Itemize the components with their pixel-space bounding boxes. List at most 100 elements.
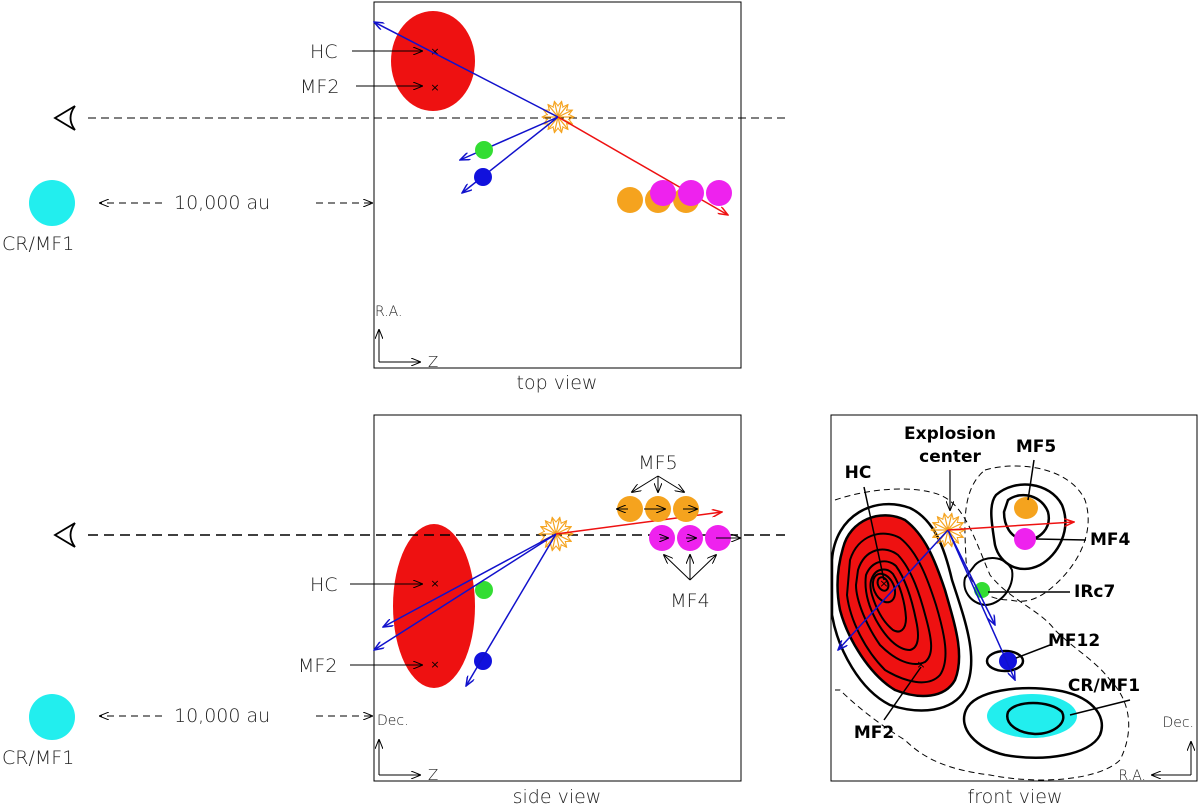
explosion-ray xyxy=(555,527,571,535)
front-axis-vertical-label: Dec. xyxy=(1162,715,1194,731)
side-mf4-pointers xyxy=(664,555,716,581)
front-cr-mf1-pointer xyxy=(1069,699,1131,716)
top-irc7-dot xyxy=(475,141,493,159)
side-axis-vertical-label: Dec. xyxy=(377,713,409,729)
side-mf4-label: MF4 xyxy=(670,590,709,612)
top-mf2-mark: × xyxy=(430,81,439,94)
side-mf5-pointers xyxy=(632,475,684,492)
explosion-ray xyxy=(555,533,567,547)
top-axis-vertical-label: R.A. xyxy=(375,304,402,320)
front-irc7-dot xyxy=(974,582,990,598)
front-hot-core-contours xyxy=(830,502,973,712)
explosion-ray xyxy=(554,116,558,133)
top-mf2-label: MF2 xyxy=(300,76,339,98)
side-irc7-dot xyxy=(475,581,493,599)
top-red-arrow-mf4 xyxy=(557,116,728,215)
front-mf5-blob xyxy=(1014,497,1038,519)
top-view-panel: × × HC MF2 CR/MF1 10,000 au xyxy=(2,1,785,394)
side-observer-eye-icon xyxy=(53,522,76,548)
explosion-ray xyxy=(557,116,568,130)
explosion-ray xyxy=(947,529,963,537)
front-hc-mark: × xyxy=(879,577,888,590)
explosion-ray xyxy=(555,517,560,535)
explosion-ray xyxy=(947,517,959,531)
front-mf12-pointer xyxy=(1015,644,1051,659)
side-axis-horizontal-label: Z xyxy=(428,766,438,784)
side-blue-arrow-irc7 xyxy=(383,533,557,627)
side-blue-arrow-hc xyxy=(374,533,557,650)
front-cr-mf1-blob xyxy=(987,694,1077,738)
top-cr-mf1-dot xyxy=(29,180,75,226)
top-mf4-clump-3 xyxy=(706,180,732,206)
front-mf12-dot xyxy=(999,652,1017,670)
top-observer-eye-icon xyxy=(53,105,76,131)
front-dashed-contours xyxy=(834,465,1130,781)
front-mf5-label: MF5 xyxy=(1016,437,1056,457)
top-hot-core xyxy=(391,11,475,111)
side-hc-label: HC xyxy=(310,574,338,596)
front-mf12-contour xyxy=(985,649,1025,673)
front-mf2-label: MF2 xyxy=(854,723,894,743)
front-explosion-label-line1: Explosion xyxy=(904,424,996,444)
front-mf2-pointer xyxy=(883,666,922,721)
explosion-ray xyxy=(937,517,949,531)
explosion-ray xyxy=(557,110,572,118)
explosion-ray xyxy=(545,521,557,535)
front-axis-horizontal-label: R.A. xyxy=(1119,768,1146,784)
front-blue-arrow-mf12 xyxy=(947,529,1015,680)
top-view-caption: top view xyxy=(517,372,598,394)
top-view-frame xyxy=(373,1,742,369)
explosion-ray xyxy=(555,521,567,535)
explosion-ray xyxy=(552,533,557,551)
side-mf2-mark: × xyxy=(430,658,439,671)
side-view-panel: × × xyxy=(2,414,785,807)
top-blue-arrow-irc7 xyxy=(460,116,559,160)
front-hc-pointer xyxy=(863,486,885,581)
explosion-ray xyxy=(944,529,949,547)
front-red-arrow-mf4 xyxy=(947,522,1074,531)
side-hot-core xyxy=(393,524,475,688)
explosion-ray xyxy=(944,513,949,531)
side-view-caption: side view xyxy=(513,786,602,807)
top-blue-arrow-hc xyxy=(374,22,559,118)
top-hc-mark: × xyxy=(430,45,439,58)
explosion-ray xyxy=(554,101,558,118)
explosion-ray xyxy=(558,116,562,133)
side-mf5-clump-1 xyxy=(617,496,643,522)
front-explosion-label-line2: center xyxy=(919,447,981,467)
side-mf5-label: MF5 xyxy=(638,452,677,474)
explosion-ray xyxy=(947,523,963,531)
front-cr-mf1-label: CR/MF1 xyxy=(1068,676,1140,696)
front-cr-mf1-outer-contour xyxy=(962,686,1104,759)
front-mf4-pointer xyxy=(1035,538,1087,541)
top-mf4-clump-2 xyxy=(678,180,704,206)
side-view-frame xyxy=(373,414,742,782)
side-cr-mf1-dot xyxy=(29,694,75,740)
side-scale-label: 10,000 au xyxy=(174,705,270,727)
front-mf12-label: MF12 xyxy=(1048,631,1100,651)
front-mf2-mark: × xyxy=(916,658,925,671)
side-hc-mark: × xyxy=(430,577,439,590)
front-view-caption: front view xyxy=(968,786,1063,807)
top-hc-label: HC xyxy=(310,41,338,63)
top-mf5-clump-1 xyxy=(617,187,643,213)
front-cr-mf1-inner-contour xyxy=(1006,701,1065,736)
explosion-ray xyxy=(555,533,571,541)
top-scale-label: 10,000 au xyxy=(174,192,270,214)
side-clump-motion-arrows xyxy=(617,509,740,538)
explosion-ray xyxy=(555,533,560,551)
side-cr-mf1-label: CR/MF1 xyxy=(2,747,74,769)
explosion-ray xyxy=(947,513,952,531)
explosion-ray xyxy=(558,101,562,118)
explosion-ray xyxy=(933,529,949,537)
explosion-ray xyxy=(552,517,557,535)
front-view-panel: × × Explosion center HC MF5 xyxy=(830,414,1198,807)
front-irc7-label: IRc7 xyxy=(1074,582,1115,602)
side-blue-arrow-mf12 xyxy=(466,533,557,686)
top-mf12-dot xyxy=(474,168,492,186)
front-mf4-label: MF4 xyxy=(1090,530,1131,550)
explosion-ray xyxy=(557,105,568,118)
front-mf4-dot xyxy=(1014,528,1036,550)
